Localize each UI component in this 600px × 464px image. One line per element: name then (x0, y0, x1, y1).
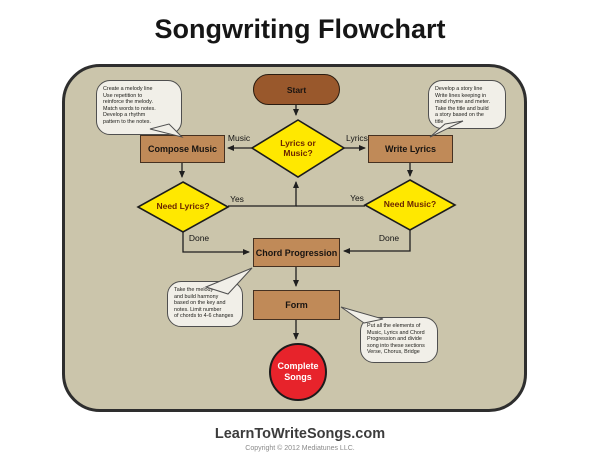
complete-songs-node: Complete Songs (269, 343, 327, 401)
form-node: Form (253, 290, 340, 320)
decision-need-music-label: Need Music? (383, 199, 437, 209)
chord-progression-node: Chord Progression (253, 238, 340, 267)
decision-need-lyrics-label: Need Lyrics? (156, 201, 210, 211)
decision-lyrics-or-music-label: Lyrics or Music? (280, 138, 316, 158)
edge-label-done-left: Done (188, 233, 210, 243)
write-lyrics-node: Write Lyrics (368, 135, 453, 163)
start-node: Start (253, 74, 340, 105)
callout-chord-tip: Take the melody and build harmony based … (167, 281, 243, 327)
callout-form-tip: Put all the elements of Music, Lyrics an… (360, 317, 438, 363)
footer-copyright: Copyright © 2012 Mediatunes LLC. (245, 445, 355, 452)
edge-label-music: Music (227, 133, 251, 143)
callout-lyrics-tip: Develop a story line Write lines keeping… (428, 80, 506, 129)
compose-music-node: Compose Music (140, 135, 225, 163)
edge-label-lyrics: Lyrics (346, 133, 368, 143)
footer-site-name: LearnToWriteSongs.com (214, 426, 386, 442)
page-title: Songwriting Flowchart (154, 14, 446, 44)
edge-label-yes-left: Yes (230, 194, 244, 204)
edge-label-done-right: Done (378, 233, 400, 243)
callout-compose-tip: Create a melody line Use repetition to r… (96, 80, 182, 135)
edge-label-yes-right: Yes (350, 193, 364, 203)
